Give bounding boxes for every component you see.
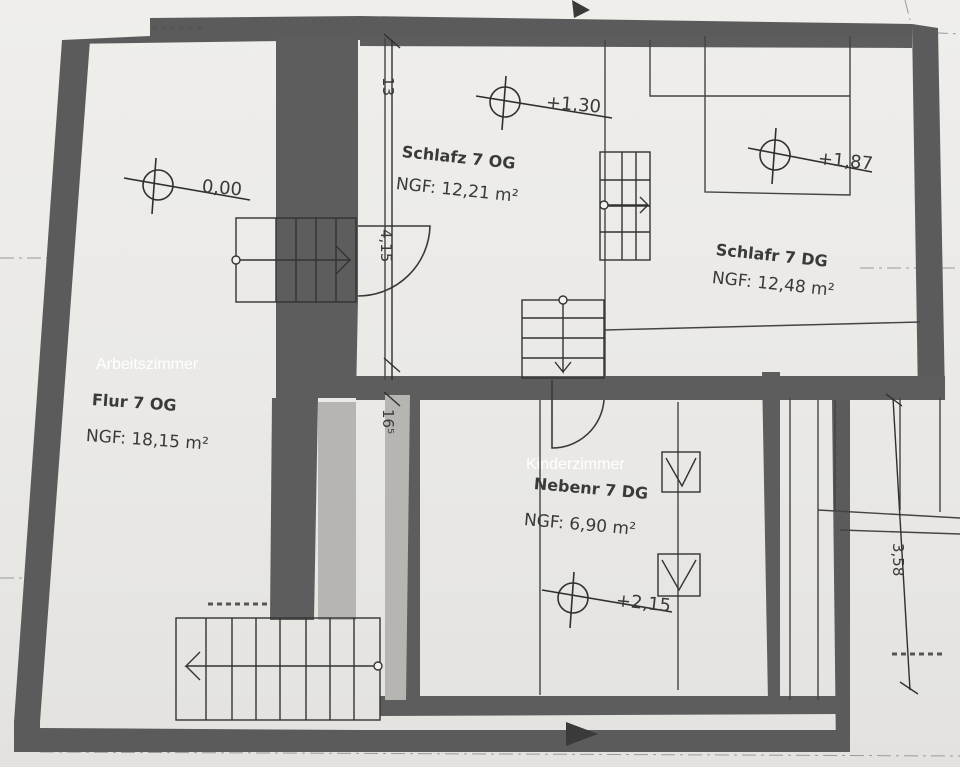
door-swings (357, 225, 605, 449)
dimension-value-13: 13 (379, 77, 397, 97)
dimension-lines (383, 33, 919, 695)
level-markers (123, 75, 873, 629)
exterior-walls (14, 16, 945, 752)
level-value-flur: 0,00 (201, 176, 243, 201)
partition-fill (318, 395, 410, 700)
dimension-value-358: 3,58 (889, 543, 907, 577)
stair-start-dots (231, 200, 609, 671)
dimension-value-415: 4,15 (377, 229, 395, 263)
vent-shafts (657, 451, 701, 597)
entry-markers (566, 0, 598, 746)
partition-lines (384, 36, 960, 700)
dimension-value-165: 16⁵ (379, 409, 397, 435)
overlay-label-arbeitszimmer: Arbeitszimmer (96, 356, 199, 373)
overlay-label-kinderzimmer: Kinderzimmer (526, 456, 625, 473)
interior-walls (270, 38, 945, 716)
dashed-marks (152, 26, 946, 656)
